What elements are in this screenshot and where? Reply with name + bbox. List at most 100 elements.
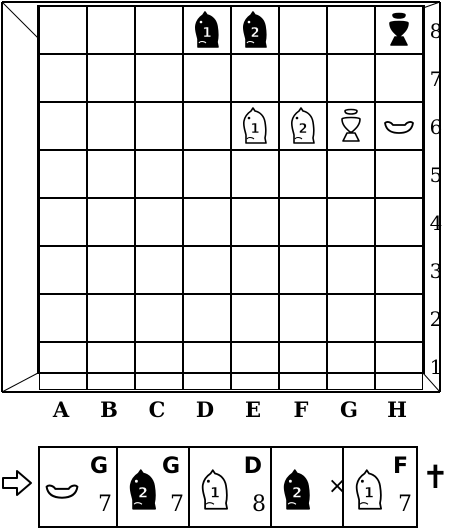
square-b1[interactable] — [87, 342, 135, 390]
black-pawn-h8[interactable] — [375, 6, 423, 54]
square-a2[interactable] — [39, 294, 87, 342]
square-g7[interactable] — [327, 54, 375, 102]
square-e2[interactable] — [231, 294, 279, 342]
square-b6[interactable] — [87, 102, 135, 150]
result-mark: ✝ — [422, 458, 449, 496]
black-knight-d8[interactable]: 1 — [183, 6, 231, 54]
black-knight-e8[interactable]: 2 — [231, 6, 279, 54]
svg-text:1: 1 — [250, 122, 259, 137]
square-d7[interactable] — [183, 54, 231, 102]
square-f2[interactable] — [279, 294, 327, 342]
white-boat-icon — [379, 106, 419, 146]
square-g3[interactable] — [327, 246, 375, 294]
white-knight-1-icon: 1 — [193, 462, 237, 518]
square-b7[interactable] — [87, 54, 135, 102]
file-label: H — [373, 398, 421, 422]
square-h2[interactable] — [375, 294, 423, 342]
square-g2[interactable] — [327, 294, 375, 342]
square-b8[interactable] — [87, 6, 135, 54]
white-boat-icon — [40, 462, 84, 518]
square-e5[interactable] — [231, 150, 279, 198]
svg-text:1: 1 — [210, 486, 220, 502]
rank-label: 6 — [425, 103, 447, 151]
square-h5[interactable] — [375, 150, 423, 198]
square-a8[interactable] — [39, 6, 87, 54]
square-c8[interactable] — [135, 6, 183, 54]
square-h7[interactable] — [375, 54, 423, 102]
square-b3[interactable] — [87, 246, 135, 294]
square-b2[interactable] — [87, 294, 135, 342]
move-target-file: F — [393, 454, 408, 479]
square-c6[interactable] — [135, 102, 183, 150]
svg-text:2: 2 — [250, 26, 259, 41]
file-label: F — [277, 398, 325, 422]
square-a3[interactable] — [39, 246, 87, 294]
square-d2[interactable] — [183, 294, 231, 342]
square-e4[interactable] — [231, 198, 279, 246]
white-knight-icon: 1 — [235, 106, 275, 146]
move-target-rank: 7 — [98, 492, 112, 517]
white-knight-icon: 2 — [283, 106, 323, 146]
square-h3[interactable] — [375, 246, 423, 294]
square-a7[interactable] — [39, 54, 87, 102]
square-f1[interactable] — [279, 342, 327, 390]
square-h1[interactable] — [375, 342, 423, 390]
move-target-file: D — [244, 454, 262, 479]
rank-label: 5 — [425, 151, 447, 199]
square-a5[interactable] — [39, 150, 87, 198]
file-label: B — [85, 398, 133, 422]
right-arrow-icon[interactable] — [1, 468, 35, 498]
square-f7[interactable] — [279, 54, 327, 102]
square-c2[interactable] — [135, 294, 183, 342]
move-target-file: G — [90, 454, 108, 479]
square-d3[interactable] — [183, 246, 231, 294]
square-c3[interactable] — [135, 246, 183, 294]
square-a6[interactable] — [39, 102, 87, 150]
square-f5[interactable] — [279, 150, 327, 198]
move-entry[interactable]: 2 × — [272, 448, 344, 526]
square-h4[interactable] — [375, 198, 423, 246]
svg-text:2: 2 — [292, 486, 302, 502]
white-pawn-icon — [331, 106, 371, 146]
black-knight-2-icon: 2 — [275, 462, 319, 518]
square-c7[interactable] — [135, 54, 183, 102]
square-f3[interactable] — [279, 246, 327, 294]
file-label: A — [37, 398, 85, 422]
white-knight-f6[interactable]: 2 — [279, 102, 327, 150]
square-g8[interactable] — [327, 6, 375, 54]
square-f8[interactable] — [279, 6, 327, 54]
square-f4[interactable] — [279, 198, 327, 246]
square-d4[interactable] — [183, 198, 231, 246]
white-knight-e6[interactable]: 1 — [231, 102, 279, 150]
square-d5[interactable] — [183, 150, 231, 198]
white-boat-h6[interactable] — [375, 102, 423, 150]
square-a4[interactable] — [39, 198, 87, 246]
square-c1[interactable] — [135, 342, 183, 390]
square-b5[interactable] — [87, 150, 135, 198]
square-g1[interactable] — [327, 342, 375, 390]
move-target-rank: 7 — [170, 492, 184, 517]
black-knight-2-icon: 2 — [121, 462, 165, 518]
square-d6[interactable] — [183, 102, 231, 150]
square-c5[interactable] — [135, 150, 183, 198]
square-d1[interactable] — [183, 342, 231, 390]
square-e1[interactable] — [231, 342, 279, 390]
square-a1[interactable] — [39, 342, 87, 390]
square-b4[interactable] — [87, 198, 135, 246]
svg-text:1: 1 — [364, 486, 374, 502]
white-pawn-g6[interactable] — [327, 102, 375, 150]
square-e7[interactable] — [231, 54, 279, 102]
square-c4[interactable] — [135, 198, 183, 246]
file-label: C — [133, 398, 181, 422]
rank-label: 4 — [425, 199, 447, 247]
square-e3[interactable] — [231, 246, 279, 294]
rank-label: 2 — [425, 295, 447, 343]
square-g4[interactable] — [327, 198, 375, 246]
rank-label: 8 — [425, 7, 447, 55]
svg-text:1: 1 — [202, 26, 211, 41]
square-g5[interactable] — [327, 150, 375, 198]
